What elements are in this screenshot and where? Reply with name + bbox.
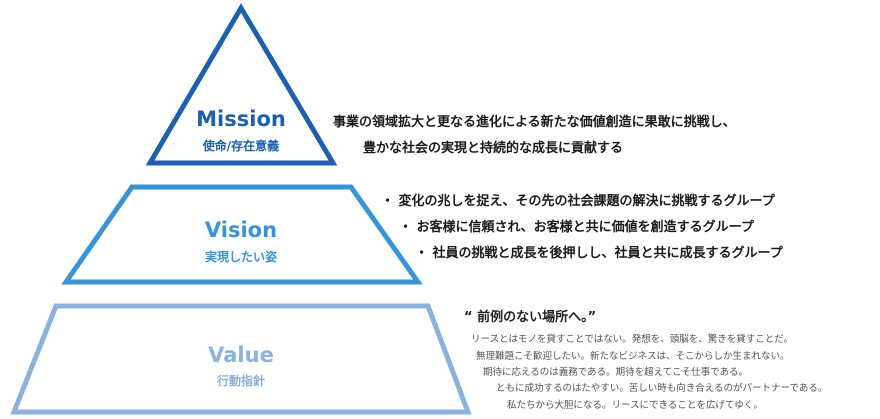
mission-title: Mission bbox=[196, 107, 286, 131]
mission-subtitle: 使命/存在意義 bbox=[202, 139, 280, 153]
mission-triangle bbox=[145, 3, 338, 166]
vision-bullet: ・ 変化の兆しを捉え、その先の社会課題の解決に挑戦するグループ bbox=[381, 194, 775, 209]
value-title: Value bbox=[208, 343, 274, 367]
vision-bullet: ・ お客様に信頼され、お客様と共に価値を創造するグループ bbox=[399, 220, 754, 235]
value-heading: “ 前例のない場所へ。” bbox=[464, 310, 597, 325]
value-line: 私たちから大胆になる。リースにできることを広げてゆく。 bbox=[507, 400, 763, 411]
value-line: リースとはモノを貸すことではない。発想を、頭脳を、驚きを貸すことだ。 bbox=[471, 334, 793, 345]
vision-subtitle: 実現したい姿 bbox=[204, 250, 277, 264]
value-line: 無理難題こそ歓迎したい。新たなビジネスは、そこからしか生まれない。 bbox=[476, 351, 790, 362]
mission-statement-line: 事業の領域拡大と更なる進化による新たな価値創造に果敢に挑戦し、 bbox=[333, 115, 736, 130]
vision-bullet: ・ 社員の挑戦と成長を後押しし、社員と共に成長するグループ bbox=[415, 246, 783, 261]
mission-statement-line: 豊かな社会の実現と持続的な成長に貢献する bbox=[363, 141, 624, 156]
value-line: ともに成功するのはたやすい。苦しい時も向き合えるのがパートナーである。 bbox=[496, 383, 828, 394]
vision-title: Vision bbox=[204, 218, 278, 242]
vision-trapezoid bbox=[61, 184, 423, 285]
value-line: 期待に応えるのは義務である。期待を超えてこそ仕事である。 bbox=[483, 367, 749, 378]
value-trapezoid bbox=[10, 303, 472, 415]
value-subtitle: 行動指針 bbox=[216, 374, 265, 388]
